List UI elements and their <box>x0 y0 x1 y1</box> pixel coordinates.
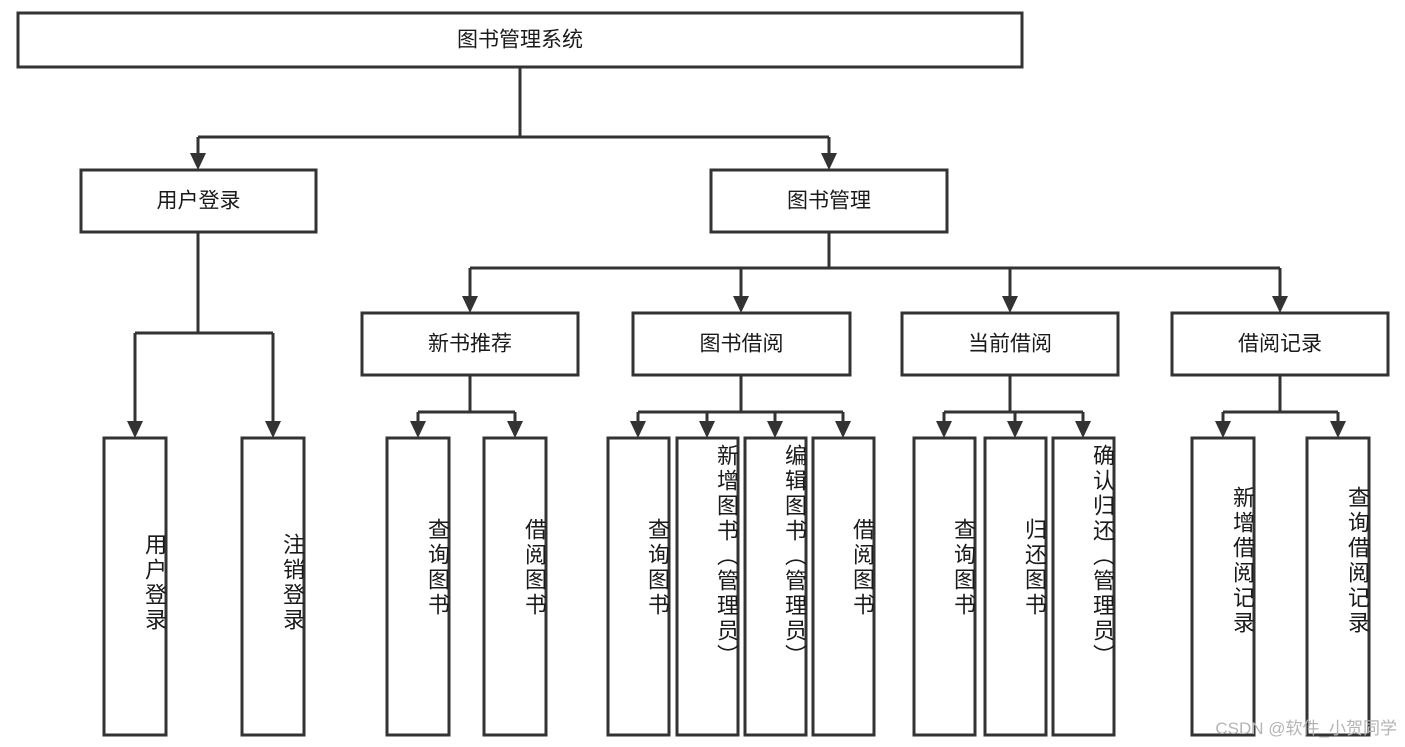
node-leaf-4[interactable] <box>606 436 671 737</box>
node-box-layer <box>16 11 1390 737</box>
node-level3-3[interactable] <box>1170 311 1390 377</box>
arrow-head-icon <box>767 421 783 438</box>
arrow-head-icon <box>462 296 478 313</box>
arrow-head-icon <box>630 421 646 438</box>
arrow-head-icon <box>1007 421 1023 438</box>
arrow-head-icon <box>936 421 952 438</box>
node-leaf-0[interactable] <box>102 436 168 737</box>
node-leaf-10[interactable] <box>1051 436 1116 737</box>
node-level2-label-0: 用户登录 <box>157 190 241 213</box>
node-root-label: 图书管理系统 <box>457 29 583 52</box>
node-level2-0[interactable] <box>79 168 318 234</box>
watermark-text: CSDN @软件_小贺同学 <box>1215 719 1397 738</box>
node-level3-0[interactable] <box>360 311 580 377</box>
arrow-head-icon <box>265 421 281 438</box>
arrow-head-icon <box>835 421 851 438</box>
node-level2-label-1: 图书管理 <box>787 190 871 213</box>
arrow-head-icon <box>127 421 143 438</box>
arrow-head-icon <box>410 421 426 438</box>
arrow-head-icon <box>1002 296 1018 313</box>
node-leaf-2[interactable] <box>385 436 451 737</box>
arrow-head-icon <box>1330 421 1346 438</box>
arrow-head-icon <box>1075 421 1091 438</box>
node-leaf-12[interactable] <box>1305 436 1371 737</box>
node-leaf-5[interactable] <box>675 436 740 737</box>
arrow-head-icon <box>190 153 206 170</box>
node-level3-label-2: 当前借阅 <box>968 333 1052 356</box>
node-leaf-6[interactable] <box>743 436 808 737</box>
arrow-head-icon <box>1215 421 1231 438</box>
arrow-head-icon <box>699 421 715 438</box>
node-leaf-9[interactable] <box>983 436 1048 737</box>
node-level3-2[interactable] <box>900 311 1120 377</box>
node-level3-label-0: 新书推荐 <box>428 333 512 356</box>
node-leaf-11[interactable] <box>1190 436 1256 737</box>
connector-layer <box>127 67 1346 438</box>
arrow-head-icon <box>821 153 837 170</box>
arrow-head-icon <box>1272 296 1288 313</box>
arrow-head-icon <box>733 296 749 313</box>
node-level3-1[interactable] <box>631 311 852 377</box>
node-leaf-8[interactable] <box>912 436 977 737</box>
node-level2-1[interactable] <box>709 168 949 234</box>
node-root[interactable] <box>16 11 1024 69</box>
node-leaf-3[interactable] <box>482 436 548 737</box>
node-leaf-7[interactable] <box>811 436 876 737</box>
node-level3-label-1: 图书借阅 <box>700 333 784 356</box>
node-leaf-1[interactable] <box>240 436 306 737</box>
arrow-head-icon <box>507 421 523 438</box>
node-level3-label-3: 借阅记录 <box>1238 333 1322 356</box>
